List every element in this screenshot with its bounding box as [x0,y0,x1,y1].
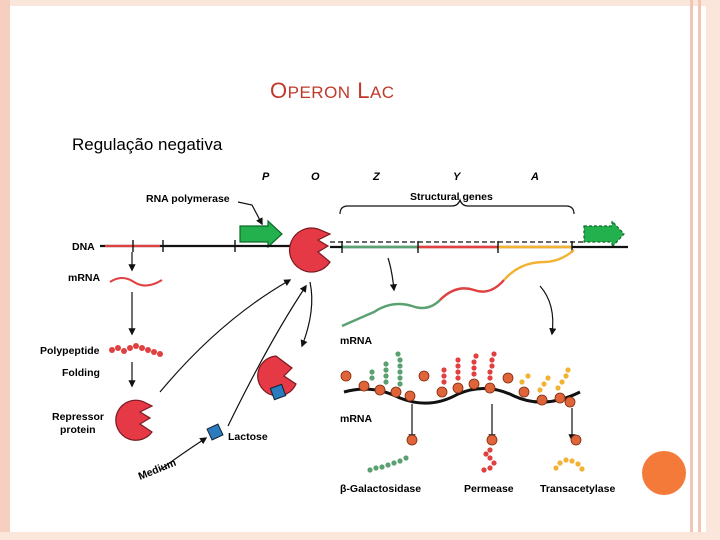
arrow-transcription [387,257,398,292]
nascent-y-chains [441,351,497,385]
ribosomes [340,370,576,408]
permease-label: Permease [464,483,514,495]
repressor-inactive [257,355,297,401]
arrow-medium-to-lactose [159,437,208,471]
mrna-left-label: mRNA [68,272,101,284]
lactose-molecule [206,423,224,441]
protein-beta-galactosidase [367,455,409,473]
folding-label: Folding [62,367,100,379]
slide-subtitle: Regulação negativa [72,135,223,154]
label-o: O [311,171,320,183]
dna-label: DNA [72,241,95,253]
slide-title: OPERON LAC [270,78,395,104]
polypeptide-label: Polypeptide [40,345,100,357]
frame-right-line-2 [698,0,701,540]
frame-bottom-band [0,532,720,540]
title-rest-peron: PERON [287,83,351,102]
title-initial-l: L [357,78,370,103]
transacetylase-label: Transacetylase [540,483,615,495]
frame-left-band [0,0,10,540]
mrna-y-segment [439,279,505,301]
frame-top-band [0,0,720,6]
released-ribosomes [406,434,582,446]
mrna-right-label: mRNA [340,335,373,347]
repressor-label-line2: protein [60,424,96,436]
protein-permease [481,447,497,473]
arrow-translation [539,285,557,336]
arrow-lactose-path [227,284,307,427]
structural-genes-label: Structural genes [410,191,493,203]
mrna-repressor-strand [109,277,163,287]
rna-polymerase-pointer [237,201,263,226]
title-rest-ac: AC [369,83,395,102]
mrna-z-segment [341,299,441,328]
label-z: Z [372,171,381,183]
repressor-on-operator [289,227,332,273]
decorative-orange-dot [642,451,686,495]
polypeptide-chain [109,343,163,357]
nascent-a-chains [519,367,571,393]
frame-right-line-1 [690,0,693,540]
label-a: A [530,171,539,183]
arrow-to-inactive-repressor [300,281,313,348]
frame-right-band [706,0,720,540]
mrna-a-segment [503,249,575,281]
lactose-label: Lactose [228,431,268,443]
rna-polymerase-left [239,219,283,249]
rna-polymerase-label: RNA polymerase [146,193,230,205]
arrow-repressor-to-operator [159,279,292,393]
rna-polymerase-right [583,219,625,249]
title-initial-o: O [270,78,288,103]
structural-genes-bracket [339,198,575,215]
mrna-bottom-label: mRNA [340,413,373,425]
nascent-z-chains [369,351,403,387]
repressor-free [115,399,154,441]
protein-transacetylase [553,457,585,472]
beta-galactosidase-label: β-Galactosidase [340,483,421,495]
repressor-label-line1: Repressor [52,411,104,423]
label-p: P [262,171,270,183]
label-y: Y [453,171,462,183]
